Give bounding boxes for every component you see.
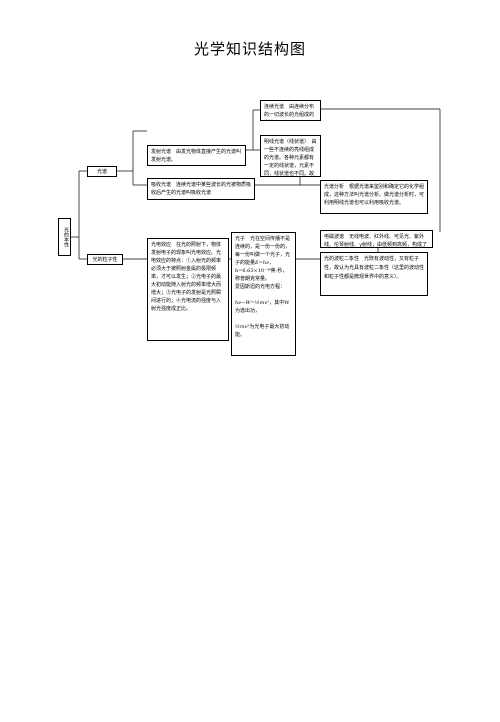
line-spectrum-box: 明线光谱（线状谱） 由一些不连续的亮线组成的光谱。各种元素都有一定的线状谱，元素… — [260, 135, 321, 177]
kinetic-energy-text: 为光电子最大初动能。 — [235, 324, 290, 338]
photoelectric-effect-box: 光电效应 在光的照射下，物体发射电子的现象叫光电效应。光电效应的特点：①入射光的… — [147, 238, 229, 341]
photon-text: 光子 光在空间传播不是连续的，是一份一份的，每一份叫做一个光子，光子的能量 — [235, 236, 291, 266]
particle-node: 光的粒子性 — [87, 254, 123, 265]
kinetic-energy-formula: ½mv² — [235, 324, 250, 330]
page-title: 光学知识结构图 — [193, 40, 306, 58]
spectral-analysis-box: 光谱分析 根据光谱来鉴别和确定它的化学组成，这种方法叫光谱分析。做光谱分析时，可… — [320, 180, 428, 214]
photon-box: 光子 光在空间传播不是连续的，是一份一份的，每一份叫做一个光子，光子的能量E=h… — [231, 232, 296, 356]
photon-energy-formula: E=hν， — [255, 260, 275, 266]
einstein-label: 爱因斯坦的光电方程： — [235, 284, 286, 290]
einstein-text: ，其中W为逸出功， — [235, 300, 290, 314]
absorption-spectrum-box: 吸收光谱 连续光谱中某些波长的光被物质吸收后产生的光谱叫吸收光谱 — [147, 178, 255, 200]
em-spectrum-box: 电磁波谱 无线电波、红外线、可见光、紫外线、伦琴射线、γ射线，由低频到高频，构成… — [320, 230, 433, 248]
wave-particle-duality-box: 光的波粒二象性 光既有波动性，又有粒子性，故认为光具有波粒二象性（这里的波动性和… — [320, 252, 428, 296]
einstein-equation: hν−W=½mv² — [235, 300, 270, 306]
emission-spectrum-box: 发射光谱 由发光物体直接产生的光谱叫发射光谱。 — [147, 145, 246, 166]
planck-constant: h=6.63×10⁻³⁴焦·秒，称普朗克常量。 — [235, 268, 288, 282]
continuous-spectrum-box: 连续光谱 由连续分布的一切波长的光组成的光谱。 — [260, 100, 321, 121]
spectrum-node: 光谱 — [87, 166, 117, 177]
root-node: 光的本性 — [58, 218, 71, 256]
